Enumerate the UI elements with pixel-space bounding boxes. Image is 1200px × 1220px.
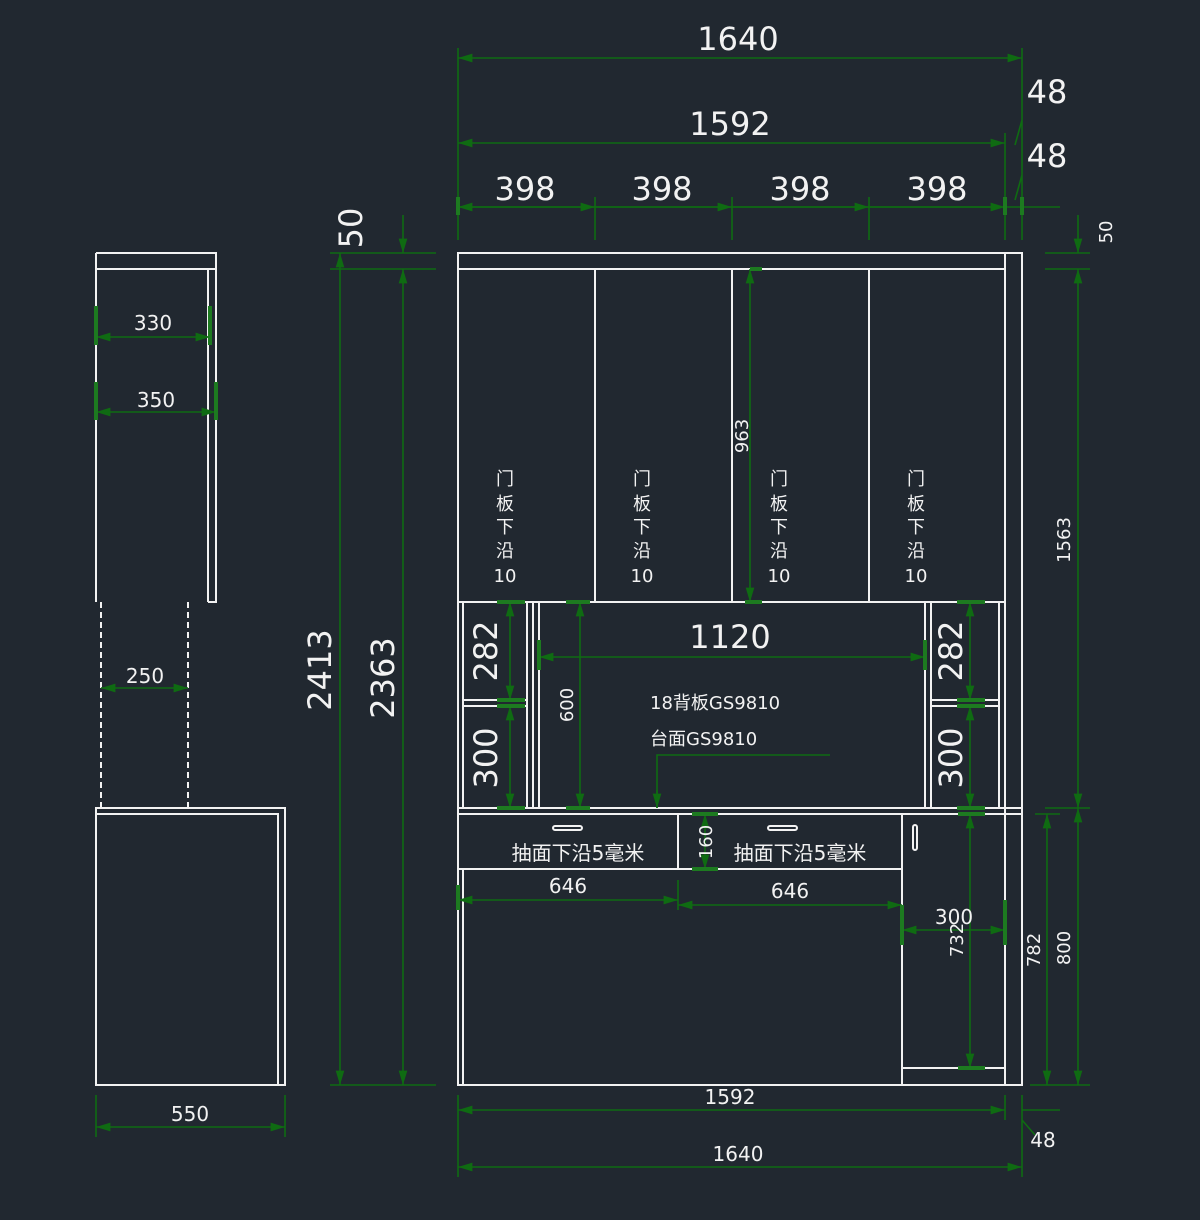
front-view: 1640 1592 48 48 398 398 398 398 50 1563 … [456,20,1117,1177]
drawer-handle [767,825,798,831]
note-countertop: 台面GS9810 [650,729,757,750]
door-note-char: 板 [907,494,925,515]
dim-250: 250 [126,664,164,688]
door-note-char: 门 [770,469,788,490]
dim-right-top: 50 [1096,221,1117,244]
drawer-note-left: 抽面下沿5毫米 [512,841,645,865]
dim-gap-top: 48 [1027,73,1068,111]
dim-right-lower: 800 [1054,931,1075,965]
dim-left-upper: 282 [467,620,505,681]
door-note-char: 10 [494,566,517,587]
door-note-char: 10 [631,566,654,587]
door-note-char: 下 [633,517,651,538]
dim-50: 50 [332,208,370,249]
dim-drawer-width-left: 646 [549,874,587,898]
dim-door-width: 398 [769,170,830,208]
dim-drawer-height: 160 [696,825,717,859]
dim-inner-width-top: 1592 [689,105,770,143]
dim-right-lower-inner: 782 [1024,933,1045,967]
dim-side-door-width: 300 [935,905,973,929]
drawer-handle [552,825,583,831]
dim-door-height: 963 [732,419,753,453]
dim-right-upper: 1563 [1054,517,1075,563]
door-note-char: 沿 [770,541,788,562]
door-note-char: 下 [496,517,514,538]
dim-330: 330 [134,311,172,335]
dim-middle-width: 1120 [689,618,770,656]
dim-350: 350 [137,388,175,412]
dim-right-lower-shelf: 300 [932,727,970,788]
dim-door-width: 398 [906,170,967,208]
door-note-char: 沿 [496,541,514,562]
door-note-char: 10 [905,566,928,587]
dim-bottom-gap: 48 [1030,1128,1055,1152]
drawer-note-right: 抽面下沿5毫米 [734,841,867,865]
dim-bottom-total: 1640 [713,1142,764,1166]
door-note-char: 下 [907,517,925,538]
door-note-char: 板 [633,494,651,515]
dim-door-width: 398 [631,170,692,208]
door-note-char: 门 [633,469,651,490]
dim-middle-height: 600 [557,688,578,722]
dim-gap-mid: 48 [1027,137,1068,175]
note-back-panel: 18背板GS9810 [650,693,780,714]
dim-right-upper-shelf: 282 [932,620,970,681]
door-note-char: 10 [768,566,791,587]
dim-total-width-top: 1640 [697,20,778,58]
door-note-char: 板 [770,494,788,515]
door-note-char: 板 [496,494,514,515]
door-note-char: 沿 [907,541,925,562]
side-view: 330 350 250 550 2413 2363 50 [94,208,436,1137]
dim-bottom-inner: 1592 [705,1085,756,1109]
door-note-char: 门 [907,469,925,490]
dim-drawer-width-right: 646 [771,879,809,903]
door-note-char: 沿 [633,541,651,562]
door-note-char: 门 [496,469,514,490]
dim-550: 550 [171,1102,209,1126]
door-note-char: 下 [770,517,788,538]
dim-2363: 2363 [364,637,402,718]
dim-side-door-height: 732 [947,923,968,957]
dim-door-width: 398 [494,170,555,208]
dim-2413: 2413 [301,629,339,710]
door-handle [912,824,918,851]
dim-left-lower: 300 [467,727,505,788]
